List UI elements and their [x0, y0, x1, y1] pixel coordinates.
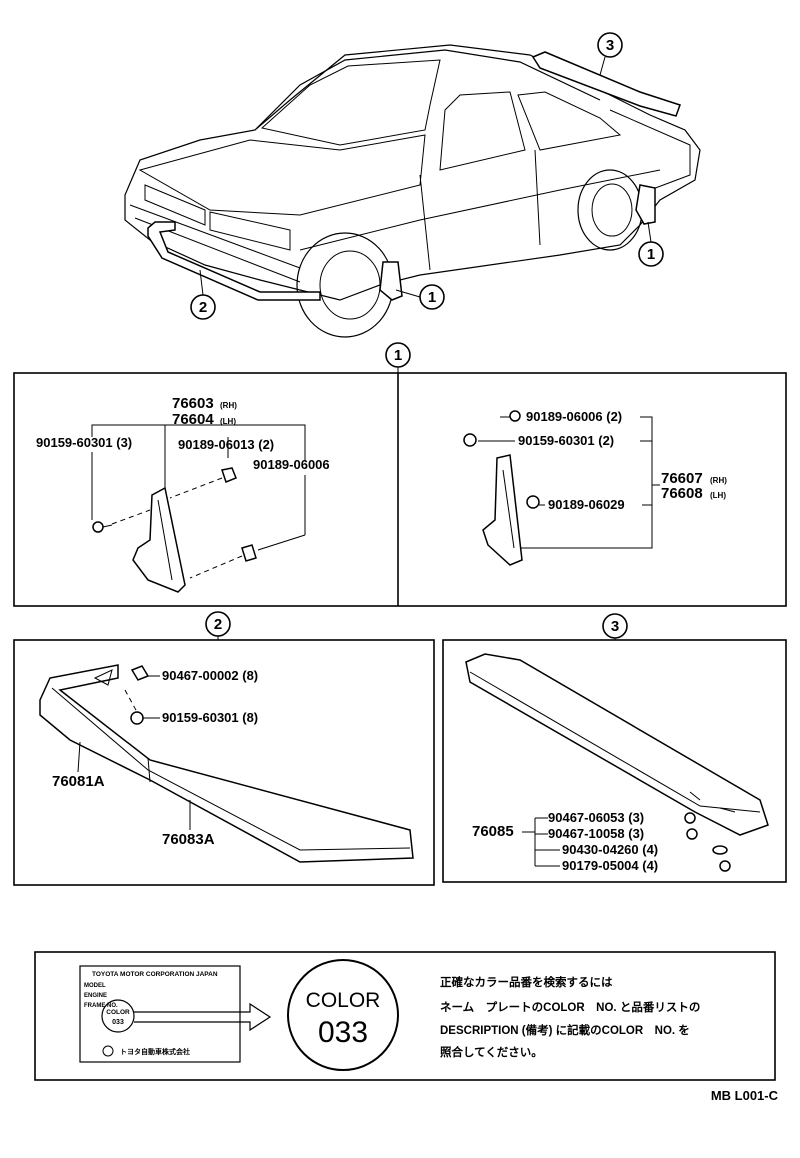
part-76604-lh: (LH): [220, 417, 236, 426]
svg-text:COLOR: COLOR: [106, 1009, 130, 1016]
svg-text:MODEL: MODEL: [84, 983, 106, 989]
arrow-icon: [134, 1002, 272, 1032]
part-76607-rh: (RH): [710, 476, 727, 485]
svg-text:正確なカラー品番を検索するには: 正確なカラー品番を検索するには: [440, 975, 613, 989]
overview-callout-2: 2: [190, 269, 216, 320]
part-76608-lh: (LH): [710, 491, 726, 500]
overview-callout-3: 3: [597, 32, 623, 76]
name-plate-illustration: TOYOTA MOTOR CORPORATION JAPAN MODEL ENG…: [79, 965, 241, 1063]
rear-spoiler-illustration: [465, 653, 769, 836]
clip-icon: [526, 495, 540, 509]
color-badge: COLOR 033: [287, 959, 399, 1071]
bolt-icon: [92, 521, 113, 533]
clip-icon: [130, 665, 150, 681]
part-76085: 76085: [472, 823, 514, 840]
washer-icon: [712, 845, 728, 855]
part-90467-06053: 90467-06053 (3): [548, 810, 644, 825]
svg-text:1: 1: [647, 246, 655, 263]
bolt-icon: [130, 711, 144, 725]
svg-text:トヨタ自動車株式会社: トヨタ自動車株式会社: [120, 1047, 190, 1056]
overview-callout-1-rear: 1: [638, 221, 664, 267]
svg-text:1: 1: [394, 347, 402, 364]
clip-icon: [509, 410, 521, 422]
section-3-labels: 76085 90467-06053 (3) 90467-10058 (3) 90…: [472, 810, 731, 873]
color-note-frame: [34, 951, 776, 1081]
svg-text:2: 2: [214, 616, 222, 633]
svg-text:FRAME NO.: FRAME NO.: [84, 1003, 118, 1009]
section-1-left-group: 76603 (RH) 76604 (LH) 90159-60301 (3) 90…: [36, 395, 330, 593]
part-90159-60301-spoiler: 90159-60301 (8): [162, 710, 258, 725]
section-1-right-group: 90189-06006 (2) 90159-60301 (2) 76607 (R…: [463, 409, 727, 566]
part-76607: 76607: [661, 470, 703, 487]
section-2-frame: [13, 639, 435, 886]
part-90189-06006-left: 90189-06006: [253, 457, 330, 472]
part-76608: 76608: [661, 485, 703, 502]
svg-text:3: 3: [606, 37, 614, 54]
clip-icon: [241, 544, 257, 562]
overview-callout-1-front: 1: [395, 284, 445, 310]
svg-text:3: 3: [611, 618, 619, 635]
section-3-marker: 3: [602, 613, 628, 640]
section-1-marker: 1: [385, 342, 411, 373]
part-90189-06006-right: 90189-06006 (2): [526, 409, 622, 424]
clip-icon: [221, 467, 237, 483]
part-76604: 76604: [172, 411, 214, 428]
svg-text:2: 2: [199, 299, 207, 316]
section-2-marker: 2: [205, 611, 231, 640]
color-badge-code: 033: [318, 1016, 368, 1049]
part-90467-00002: 90467-00002 (8): [162, 668, 258, 683]
part-76603-rh: (RH): [220, 401, 237, 410]
svg-text:033: 033: [112, 1019, 124, 1026]
part-90159-60301: 90159-60301 (3): [36, 435, 132, 450]
part-76083a: 76083A: [162, 831, 215, 848]
part-90467-10058: 90467-10058 (3): [548, 826, 644, 841]
part-90159-60301-right: 90159-60301 (2): [518, 433, 614, 448]
svg-text:ネーム プレートのCOLOR NO. と品番リストの: ネーム プレートのCOLOR NO. と品番リストの: [440, 1000, 700, 1014]
nut-icon: [686, 828, 698, 840]
svg-text:TOYOTA MOTOR CORPORATION JAPAN: TOYOTA MOTOR CORPORATION JAPAN: [92, 971, 218, 978]
car-overview-illustration: [124, 44, 701, 338]
section-2-labels: 90467-00002 (8) 90159-60301 (8) 76081A 7…: [52, 665, 258, 848]
part-76081a: 76081A: [52, 773, 105, 790]
color-badge-title: COLOR: [306, 989, 381, 1012]
part-76603: 76603: [172, 395, 214, 412]
svg-text:DESCRIPTION (備考) に記載のCOLOR NO.: DESCRIPTION (備考) に記載のCOLOR NO. を: [440, 1023, 690, 1037]
section-1-frame: [13, 372, 787, 607]
part-90430-04260: 90430-04260 (4): [562, 842, 658, 857]
part-90189-06029: 90189-06029: [548, 497, 625, 512]
part-90179-05004: 90179-05004 (4): [562, 858, 658, 873]
section-3-frame: [442, 639, 787, 883]
diagram-code: MB L001-C: [711, 1088, 779, 1103]
svg-text:照合してください。: 照合してください。: [440, 1045, 543, 1059]
part-90189-06013: 90189-06013 (2): [178, 437, 274, 452]
svg-text:1: 1: [428, 289, 436, 306]
bolt-icon: [463, 433, 477, 447]
clip-icon: [684, 812, 696, 824]
svg-text:ENGINE: ENGINE: [84, 993, 107, 999]
front-spoiler-illustration: [39, 664, 414, 863]
nut-icon: [719, 860, 731, 872]
color-note-text: 正確なカラー品番を検索するには ネーム プレートのCOLOR NO. と品番リス…: [440, 975, 700, 1059]
